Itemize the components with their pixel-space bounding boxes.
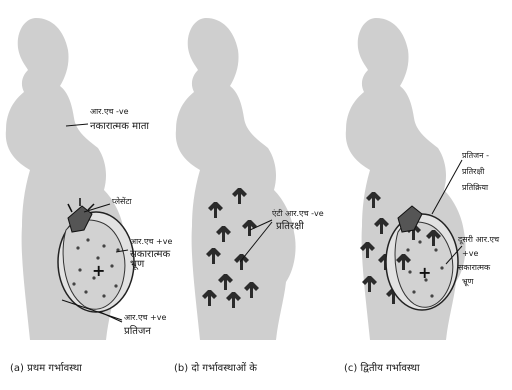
svg-text:+: + <box>418 263 431 282</box>
label-rh-pos-small-a: आर.एच +ve <box>130 238 172 246</box>
label-rh-pos-small-c: दूसरी आर.एच <box>458 236 499 244</box>
label-anti-rh-small-b: एंटी आर.एच -ve <box>272 210 324 218</box>
label-rh-pos-fetus-a: सकारात्मक भ्रूण <box>130 250 176 270</box>
label-antigen-a: प्रतिजन <box>124 327 151 337</box>
label-antigen-antibody-1-c: प्रतिजन - <box>462 152 489 160</box>
label-antigen-antibody-2-c: प्रतिरक्षी <box>462 168 484 176</box>
label-rh-pos-2-c: +ve <box>462 250 478 258</box>
label-rh-antigen-small-a: आर.एच +ve <box>124 314 166 322</box>
label-rh-pos-3-c: सकारात्मक <box>458 264 490 272</box>
svg-text:+: + <box>92 261 105 280</box>
panel-a: + <box>6 18 134 340</box>
caption-b: (b) दो गर्भावस्थाओं के <box>174 364 257 374</box>
label-placenta-a: प्लेसेंटा <box>112 198 132 206</box>
label-rh-neg-mother-a: नकारात्मक माता <box>90 122 150 132</box>
panel-c: + <box>346 18 466 340</box>
uterus-a: + <box>58 212 134 312</box>
label-rh-neg-small-a: आर.एच -ve <box>90 108 129 116</box>
panel-b <box>176 18 296 340</box>
label-antigen-antibody-3-c: प्रतिक्रिया <box>462 184 488 192</box>
caption-c: (c) द्वितीय गर्भावस्था <box>344 364 420 374</box>
label-rh-pos-4-c: भ्रूण <box>462 278 473 286</box>
caption-a: (a) प्रथम गर्भावस्था <box>10 364 82 374</box>
mother-silhouette-b <box>176 18 296 340</box>
label-antibody-b: प्रतिरक्षी <box>276 222 304 232</box>
